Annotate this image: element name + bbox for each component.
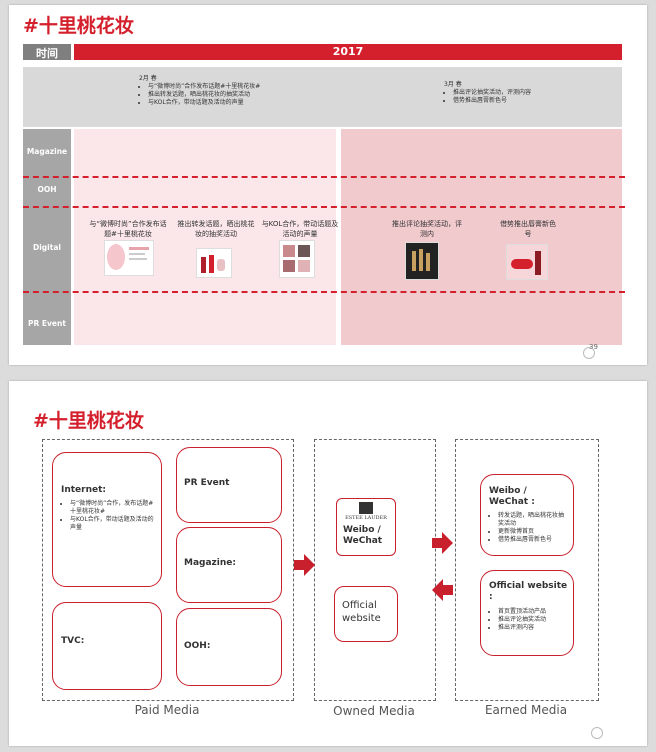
media-mix-slide: #十里桃花妆 Internet: 与“微博时尚”合作，发布话题#十里桃花妆# 与… (9, 381, 647, 746)
row-label-pr-event: PR Event (28, 319, 66, 328)
tvc-card (52, 602, 162, 690)
earned-official-bullet: 首页置顶活动产品 (498, 608, 569, 616)
internet-bullet: 与“微博时尚”合作，发布话题#十里桃花妆# (70, 500, 156, 516)
row-label-magazine: Magazine (26, 147, 68, 156)
arrow-right-icon-head (304, 554, 315, 576)
mar-block: 3月 春 推出评论抽奖活动，评测内容 借势推出唇膏新色号 (444, 81, 539, 105)
owned-official-card (334, 586, 398, 642)
review-contest-thumbnail (405, 242, 439, 280)
owned-official-label: Official website (342, 600, 381, 624)
pr-event-label: PR Event (184, 478, 230, 488)
feb-bullet: 与“微博时尚”合作发布话题#十里桃花妆# (148, 83, 289, 91)
brand-logo-text: ESTEE LAUDER (345, 515, 387, 521)
feb-bullet: 推出转发话题，晒出桃花妆的抽奖活动 (148, 91, 289, 99)
logo-icon (583, 347, 595, 359)
internet-bullet: 与KOL合作，带动话题及活动的声量 (70, 516, 156, 532)
internet-card (52, 452, 162, 587)
row-label-column (23, 129, 71, 345)
weibo-post-thumbnail (104, 240, 154, 276)
magazine-label: Magazine: (184, 558, 236, 568)
row-divider (23, 291, 625, 293)
new-shade-thumbnail (506, 244, 548, 280)
pr-event-card (176, 447, 282, 523)
earned-media-caption: Earned Media (484, 703, 568, 717)
year-bar: 2017 (74, 44, 622, 60)
row-divider (23, 176, 625, 178)
arrow-left-icon (443, 585, 453, 595)
earned-weibo-title: Weibo / WeChat : (489, 486, 535, 507)
earned-weibo-card (480, 474, 574, 556)
row-divider (23, 206, 625, 208)
slide-title: #十里桃花妆 (33, 410, 144, 432)
paid-media-group (42, 439, 294, 701)
internet-bullets: 与“微博时尚”合作，发布话题#十里桃花妆# 与KOL合作，带动话题及活动的声量 (61, 500, 156, 532)
slide-title: #十里桃花妆 (23, 15, 134, 37)
mar-bullet: 推出评论抽奖活动，评测内容 (453, 89, 539, 97)
earned-media-group (455, 439, 599, 701)
owned-media-group (314, 439, 436, 701)
ooh-label: OOH: (184, 641, 211, 651)
arrow-right-icon (294, 560, 304, 570)
earned-official-bullet: 推出评测内容 (498, 624, 569, 632)
feb-block: 2月 春 与“微博时尚”合作发布话题#十里桃花妆# 推出转发话题，晒出桃花妆的抽… (139, 75, 289, 107)
year-label: 2017 (332, 45, 364, 58)
description-band (23, 67, 622, 127)
feb-bullet: 与KOL合作，带动话题及活动的声量 (148, 99, 289, 107)
mar-header: 3月 春 (444, 81, 462, 88)
internet-title: Internet: (61, 485, 107, 495)
owned-weibo-label: Weibo / WeChat (343, 525, 383, 546)
feb-content-area (74, 129, 336, 345)
earned-weibo-bullet: 更新微博首页 (498, 528, 569, 536)
arrow-left-icon-head (432, 579, 443, 601)
earned-official-title: Official website : (489, 581, 568, 602)
digital-item-text: 借势推出唇膏新色号 (500, 220, 556, 238)
time-label: 时间 (36, 47, 58, 60)
brand-logo-icon (359, 502, 373, 514)
digital-item-text: 与KOL合作，带动话题及活动的声量 (261, 220, 339, 238)
earned-weibo-bullet: 转发话题，晒出桃花妆抽奖活动 (498, 512, 569, 528)
lipstick-promo-thumbnail (196, 248, 232, 278)
digital-item-text: 与“微博时尚”合作发布话题#十里桃花妆 (89, 220, 167, 238)
earned-official-card (480, 570, 574, 656)
earned-weibo-bullets: 转发话题，晒出桃花妆抽奖活动 更新微博首页 借势推出唇膏新色号 (489, 512, 569, 544)
time-label-cell: 时间 (23, 44, 71, 60)
earned-official-bullet: 推出评论抽奖活动 (498, 616, 569, 624)
arrow-right-icon (432, 538, 442, 548)
earned-weibo-bullet: 借势推出唇膏新色号 (498, 536, 569, 544)
feb-header: 2月 春 (139, 75, 157, 82)
ooh-card (176, 608, 282, 686)
kol-post-thumbnail (279, 240, 315, 278)
digital-item-text: 推出转发话题，晒出桃花妆的抽奖活动 (177, 220, 255, 238)
arrow-right-icon-head (442, 532, 453, 554)
logo-icon (591, 727, 603, 739)
paid-media-caption: Paid Media (134, 703, 200, 717)
earned-official-bullets: 首页置顶活动产品 推出评论抽奖活动 推出评测内容 (489, 608, 569, 632)
row-label-ooh: OOH (37, 185, 57, 194)
tvc-label: TVC: (61, 636, 85, 646)
magazine-card (176, 527, 282, 603)
page-number: 39 (589, 343, 598, 351)
row-label-digital: Digital (33, 243, 61, 252)
digital-item-text: 推出评论抽奖活动，评测内 (392, 220, 462, 238)
mar-bullet: 借势推出唇膏新色号 (453, 97, 539, 105)
owned-media-caption: Owned Media (333, 704, 415, 718)
mar-content-area (341, 129, 622, 345)
timeline-slide: #十里桃花妆 时间 2017 2月 春 与“微博时尚”合作发布话题#十里桃花妆#… (9, 5, 647, 365)
